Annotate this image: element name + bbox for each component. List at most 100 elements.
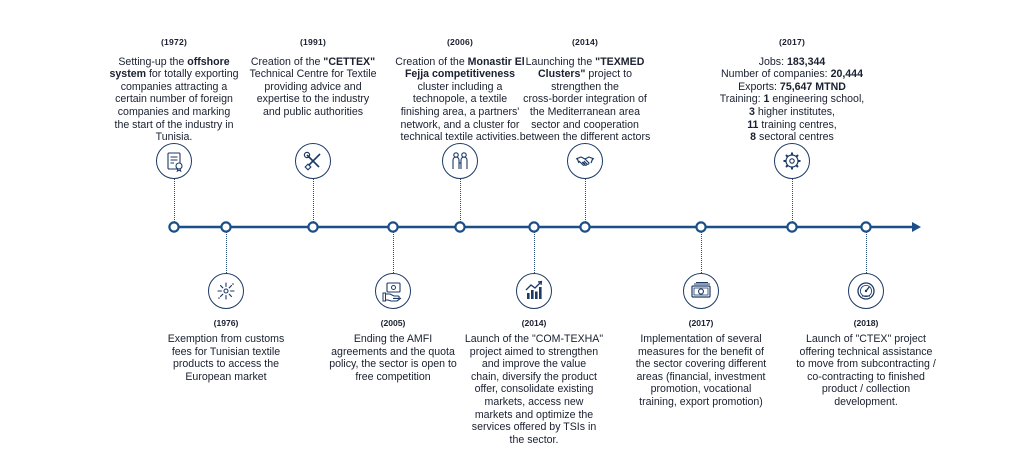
event-description-line: the Mediterranean area [500, 106, 670, 119]
event-year: (2018) [853, 318, 879, 328]
growth-chart-icon [516, 273, 552, 309]
event-description-line: product / collection [781, 383, 951, 396]
emphasis-text: 1 [763, 93, 770, 106]
event-description-line: expertise to the industry [228, 93, 398, 106]
event-description-line: Technical Centre for Textile [228, 68, 398, 81]
description-text: areas (financial, investment [636, 370, 766, 383]
description-text: project to [585, 68, 632, 81]
wrench-screwdriver-icon [295, 143, 331, 179]
dotted-connector [792, 179, 793, 222]
description-text: policy, the sector is open to [329, 358, 457, 371]
event-description-line: Jobs: 183,344 [707, 56, 877, 69]
event-description-line: cluster including a [375, 81, 545, 94]
event-description-line: finishing area, a partners' [375, 106, 545, 119]
event-description-line: markets, access new [449, 396, 619, 409]
description-text: Technical Centre for Textile [249, 68, 377, 81]
description-text: technopole, a textile [412, 93, 508, 106]
certificate-document-icon [156, 143, 192, 179]
event-description-line: policy, the sector is open to [308, 358, 478, 371]
description-text: sector and cooperation [531, 118, 639, 131]
event-description-line: system for totally exporting [89, 68, 259, 81]
event-description-line: development. [781, 396, 951, 409]
description-text: the sector covering different [635, 358, 767, 371]
description-text: and improve the value [481, 358, 587, 371]
description-text: training centres, [758, 118, 837, 131]
event-description-line: between the different actors [500, 131, 670, 144]
event-description: Creation of the "CETTEX"Technical Centre… [228, 56, 398, 119]
description-text: measures for the benefit of [637, 345, 765, 358]
description-text: fees for Tunisian textile [171, 345, 281, 358]
description-text: Creation of the [395, 55, 468, 68]
timeline-node [579, 221, 591, 233]
event-year: (2014) [521, 318, 547, 328]
dotted-connector [585, 179, 586, 222]
event-year: (1991) [299, 37, 327, 47]
event-description-line: 3 higher institutes, [707, 106, 877, 119]
description-text: technical textile activities. [400, 131, 520, 144]
description-text: agreements and the quota [331, 345, 455, 358]
team-people-icon [442, 143, 478, 179]
timeline-node [454, 221, 466, 233]
event-description-line: Fejja competitiveness [375, 68, 545, 81]
event-description-line: Exemption from customs [141, 333, 311, 346]
description-text: engineering school, [769, 93, 865, 106]
description-text: products to access the [173, 358, 279, 371]
description-text: chain, diversify the product [470, 370, 597, 383]
dotted-connector [866, 232, 867, 273]
event-description-line: and improve the value [449, 358, 619, 371]
event-description-line: areas (financial, investment [616, 371, 786, 384]
description-text: Creation of the [250, 55, 324, 68]
event-description-line: fees for Tunisian textile [141, 346, 311, 359]
timeline-event-top: (1991) Creation of the "CETTEX"Technical … [228, 36, 398, 119]
description-text: cluster including a [417, 80, 503, 93]
event-description-line: Number of companies: 20,444 [707, 68, 877, 81]
event-description-line: chain, diversify the product [449, 371, 619, 384]
event-description-line: companies and marking [89, 106, 259, 119]
description-text: companies and marking [117, 105, 231, 118]
event-description-line: Training: 1 engineering school, [707, 93, 877, 106]
event-description-line: European market [141, 371, 311, 384]
event-description-line: Creation of the Monastir El [375, 56, 545, 69]
description-text: finishing area, a partners' [400, 105, 520, 118]
event-description-line: free competition [308, 371, 478, 384]
emphasis-text: system [109, 68, 147, 81]
event-description-line: Launch of the "COM-TEXHA" [449, 333, 619, 346]
timeline-node [307, 221, 319, 233]
event-description-line: products to access the [141, 358, 311, 371]
event-description-line: the sector covering different [616, 358, 786, 371]
description-text: Training: [719, 93, 764, 106]
description-text: companies attracting a [120, 80, 228, 93]
event-description-line: companies attracting a [89, 81, 259, 94]
description-text: offering technical assistance [799, 345, 933, 358]
event-year: (2017) [778, 37, 806, 47]
description-text: development. [834, 395, 898, 408]
description-text: promotion, vocational [650, 383, 752, 396]
description-text: providing advice and [264, 80, 362, 93]
timeline-node [860, 221, 872, 233]
event-description-line: network, and a cluster for [375, 119, 545, 132]
emphasis-text: offshore [187, 55, 230, 68]
emphasis-text: 20,444 [830, 68, 863, 81]
emphasis-text: Monastir El [467, 55, 525, 68]
description-text: cross-border integration of [523, 93, 647, 106]
description-text: the start of the industry in [114, 118, 234, 131]
event-description-line: markets and optimize the [449, 409, 619, 422]
timeline-event-bottom: Launch of the "COM-TEXHA"project aimed t… [449, 333, 619, 446]
emphasis-text: Clusters" [538, 68, 586, 81]
event-description-line: technopole, a textile [375, 93, 545, 106]
description-text: services offered by TSIs in [471, 421, 597, 434]
event-year: (2014) [571, 37, 599, 47]
event-year: (2017) [688, 318, 714, 328]
dotted-connector [701, 232, 702, 273]
event-description-line: promotion, vocational [616, 383, 786, 396]
timeline-node [528, 221, 540, 233]
